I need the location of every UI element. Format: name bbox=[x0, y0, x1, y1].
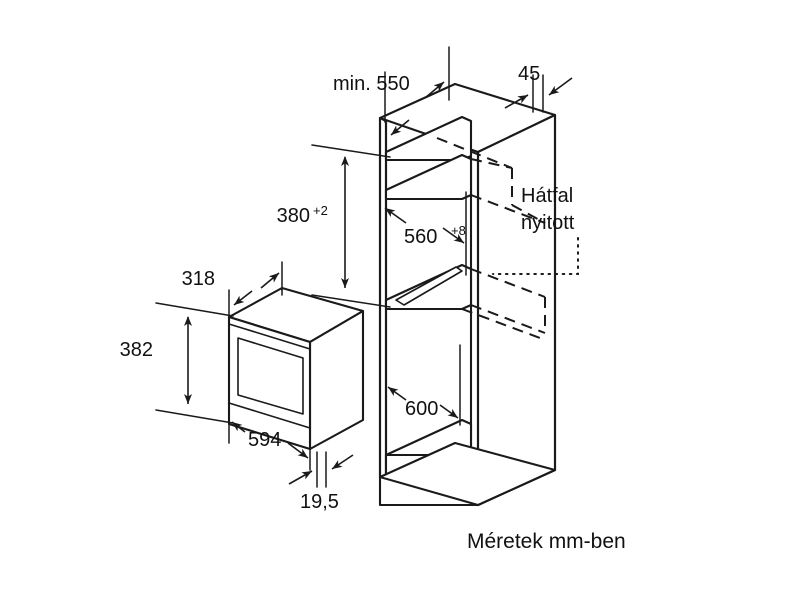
dim-560-arrow-right bbox=[442, 227, 465, 244]
dim-550-arrow-left bbox=[390, 119, 410, 136]
dim-600-label: 600 bbox=[405, 398, 438, 420]
oven-front-bottom-band bbox=[228, 402, 311, 429]
cabinet-hidden-shelf-front-lower bbox=[470, 304, 546, 334]
dim-382-ext-top bbox=[155, 302, 234, 317]
dim-318-arrow-left bbox=[233, 290, 253, 306]
dimension-niche-depth: min. 550 bbox=[333, 46, 450, 136]
note-line-1: Hátfal bbox=[521, 185, 573, 207]
dim-318-label: 318 bbox=[182, 268, 215, 290]
dimension-niche-height: 380 +2 bbox=[277, 144, 391, 308]
dimension-appliance-width: 594 bbox=[228, 409, 311, 471]
note-line-2: nyitott bbox=[521, 212, 575, 234]
dim-195-label: 19,5 bbox=[300, 491, 339, 513]
dimension-frame-thickness: 19,5 bbox=[288, 451, 354, 513]
dim-380-ext-top bbox=[311, 144, 391, 158]
dim-195-arrow-right bbox=[331, 454, 354, 470]
tall-kitchen-cabinet bbox=[378, 82, 557, 507]
oven-front-top-trim bbox=[228, 323, 311, 350]
dim-594-arrow-right bbox=[287, 442, 309, 459]
dim-382-label: 382 bbox=[120, 339, 153, 361]
built-in-microwave-oven bbox=[227, 286, 365, 451]
dim-560-tolerance: +8 bbox=[451, 223, 466, 238]
dim-600-arrow-right bbox=[439, 404, 459, 419]
cabinet-hidden-shelf-top-upper bbox=[470, 158, 513, 169]
dimension-niche-width: 560 +8 bbox=[384, 191, 467, 276]
dim-560-arrow-left bbox=[384, 207, 407, 224]
dimension-appliance-depth: 318 bbox=[182, 261, 283, 323]
dim-560-label: 560 bbox=[404, 226, 437, 248]
oven-door-glass-panel bbox=[237, 337, 304, 415]
dim-550-arrow-right bbox=[424, 81, 445, 99]
dim-45-arrow-left bbox=[504, 94, 529, 109]
cabinet-plinth-top bbox=[378, 441, 557, 507]
cabinet-niche-ceiling-shelf bbox=[384, 153, 473, 201]
dim-380-ext-bottom bbox=[311, 294, 391, 308]
dimension-cabinet-depth: 600 bbox=[387, 344, 461, 426]
cabinet-hidden-shelf-edge-lower bbox=[461, 308, 541, 339]
dimension-top-gap: 45 bbox=[504, 63, 573, 113]
cabinet-right-side-panel bbox=[476, 113, 557, 507]
cabinet-hidden-shelf-corner-upper bbox=[511, 204, 546, 224]
dim-380-tolerance: +2 bbox=[313, 203, 328, 218]
dim-318-arrow-right bbox=[260, 272, 280, 289]
dim-550-label: min. 550 bbox=[333, 73, 410, 95]
cabinet-hidden-shelf-back-upper bbox=[470, 194, 546, 224]
dim-594-label: 594 bbox=[248, 429, 281, 451]
cabinet-hidden-shelf-back-lower bbox=[470, 268, 546, 298]
dim-594-arrow-left bbox=[231, 421, 246, 433]
cabinet-hidden-top-back-edge bbox=[436, 137, 513, 169]
dim-380-label: 380 bbox=[277, 205, 310, 227]
cabinet-upper-shelf-back-edge bbox=[385, 116, 463, 153]
dim-45-arrow-right bbox=[548, 77, 573, 96]
dim-45-label: 45 bbox=[518, 63, 540, 85]
dim-382-ext-bottom bbox=[155, 409, 234, 424]
cabinet-shelf-support-rail bbox=[395, 266, 463, 306]
dim-195-arrow-left bbox=[288, 470, 313, 485]
dimension-appliance-height: 382 bbox=[120, 302, 234, 424]
note-leader-dotted-line bbox=[492, 237, 579, 275]
note-back-wall-open: Hátfal nyitott bbox=[492, 185, 579, 275]
drawing-caption: Méretek mm-ben bbox=[467, 530, 626, 553]
dim-600-arrow-left bbox=[387, 386, 407, 401]
